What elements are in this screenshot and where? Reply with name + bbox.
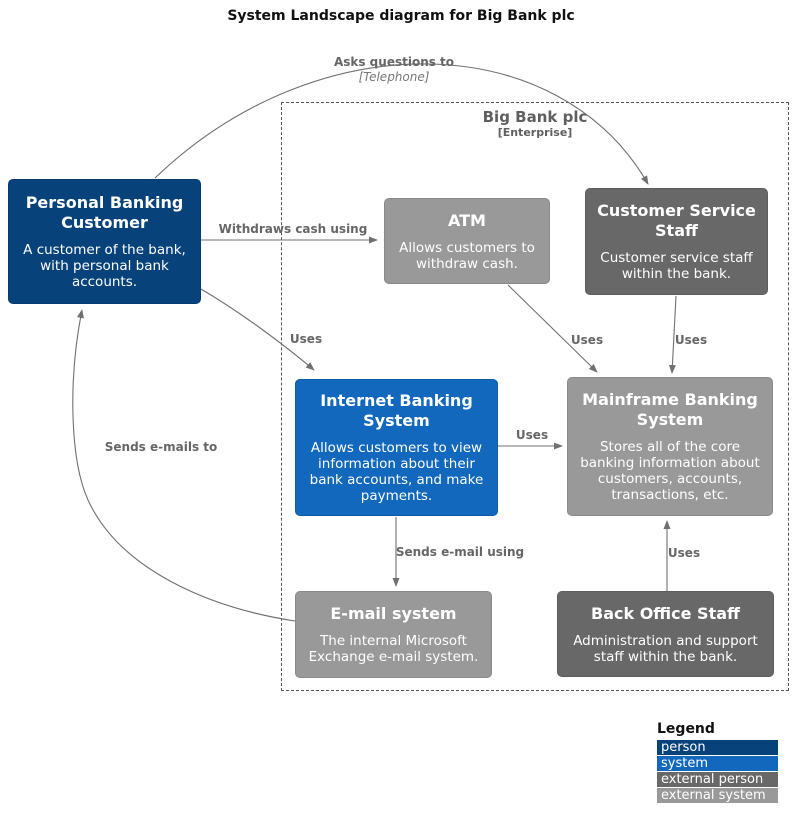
label-asks-questions-to: Asks questions to [Telephone] bbox=[334, 55, 454, 85]
node-description: Stores all of the core banking informati… bbox=[580, 439, 760, 503]
node-mainframe-banking-system: Mainframe Banking System Stores all of t… bbox=[567, 377, 773, 516]
label-bos-uses-mainframe: Uses bbox=[667, 546, 701, 560]
legend-title: Legend bbox=[657, 721, 715, 737]
label-withdraws-cash-using: Withdraws cash using bbox=[218, 222, 368, 236]
arrow-email-sends-to-pbc bbox=[72, 309, 296, 622]
node-title: Back Office Staff bbox=[591, 603, 740, 623]
label-ibs-uses-mainframe: Uses bbox=[515, 428, 549, 442]
arrow-pbc-uses-ibs bbox=[200, 288, 315, 371]
label-ibs-sends-email-using: Sends e-mail using bbox=[395, 545, 525, 559]
enterprise-boundary-name: Big Bank plc bbox=[482, 108, 588, 126]
node-customer-service-staff: Customer Service Staff Customer service … bbox=[585, 188, 768, 295]
node-internet-banking-system: Internet Banking System Allows customers… bbox=[295, 379, 498, 516]
node-title: Internet Banking System bbox=[320, 391, 473, 430]
node-description: The internal Microsoft Exchange e-mail s… bbox=[308, 633, 479, 665]
legend-item-external-system: external system bbox=[657, 788, 778, 803]
node-title: Customer Service Staff bbox=[597, 201, 756, 240]
legend-item-external-person: external person bbox=[657, 772, 778, 787]
node-description: Customer service staff within the bank. bbox=[600, 250, 753, 282]
arrow-atm-uses-mainframe bbox=[507, 284, 598, 373]
node-atm: ATM Allows customers to withdraw cash. bbox=[384, 198, 550, 284]
label-css-uses-mainframe: Uses bbox=[674, 333, 708, 347]
label-email-sends-to-pbc: Sends e-mails to bbox=[104, 440, 218, 454]
node-description: Administration and support staff within … bbox=[573, 632, 758, 665]
node-description: Allows customers to withdraw cash. bbox=[399, 239, 535, 272]
node-description: Allows customers to view information abo… bbox=[309, 440, 484, 504]
label-pbc-uses-ibs: Uses bbox=[289, 332, 323, 346]
relationship-label: Asks questions to bbox=[333, 55, 455, 69]
legend-item-person: person bbox=[657, 740, 778, 755]
node-title: Mainframe Banking System bbox=[582, 390, 758, 429]
node-title: E-mail system bbox=[330, 604, 457, 623]
relationship-technology: [Telephone] bbox=[358, 70, 430, 84]
diagram-title: System Landscape diagram for Big Bank pl… bbox=[227, 8, 575, 24]
arrow-css-uses-mainframe bbox=[668, 295, 677, 374]
node-email-system: E-mail system The internal Microsoft Exc… bbox=[295, 591, 492, 678]
node-title: Personal Banking Customer bbox=[25, 193, 184, 232]
label-atm-uses-mainframe: Uses bbox=[570, 333, 604, 347]
enterprise-boundary-type: [Enterprise] bbox=[497, 126, 573, 139]
legend: Legend person system external person ext… bbox=[657, 721, 778, 804]
enterprise-boundary-label: Big Bank plc [Enterprise] bbox=[282, 109, 788, 140]
node-back-office-staff: Back Office Staff Administration and sup… bbox=[557, 591, 774, 677]
arrow-asks-questions-to bbox=[154, 63, 649, 185]
node-description: A customer of the bank, with personal ba… bbox=[23, 242, 186, 290]
node-personal-banking-customer: Personal Banking Customer A customer of … bbox=[8, 179, 201, 304]
enterprise-boundary: Big Bank plc [Enterprise] bbox=[281, 102, 789, 691]
node-title: ATM bbox=[448, 210, 486, 230]
legend-item-system: system bbox=[657, 756, 778, 771]
